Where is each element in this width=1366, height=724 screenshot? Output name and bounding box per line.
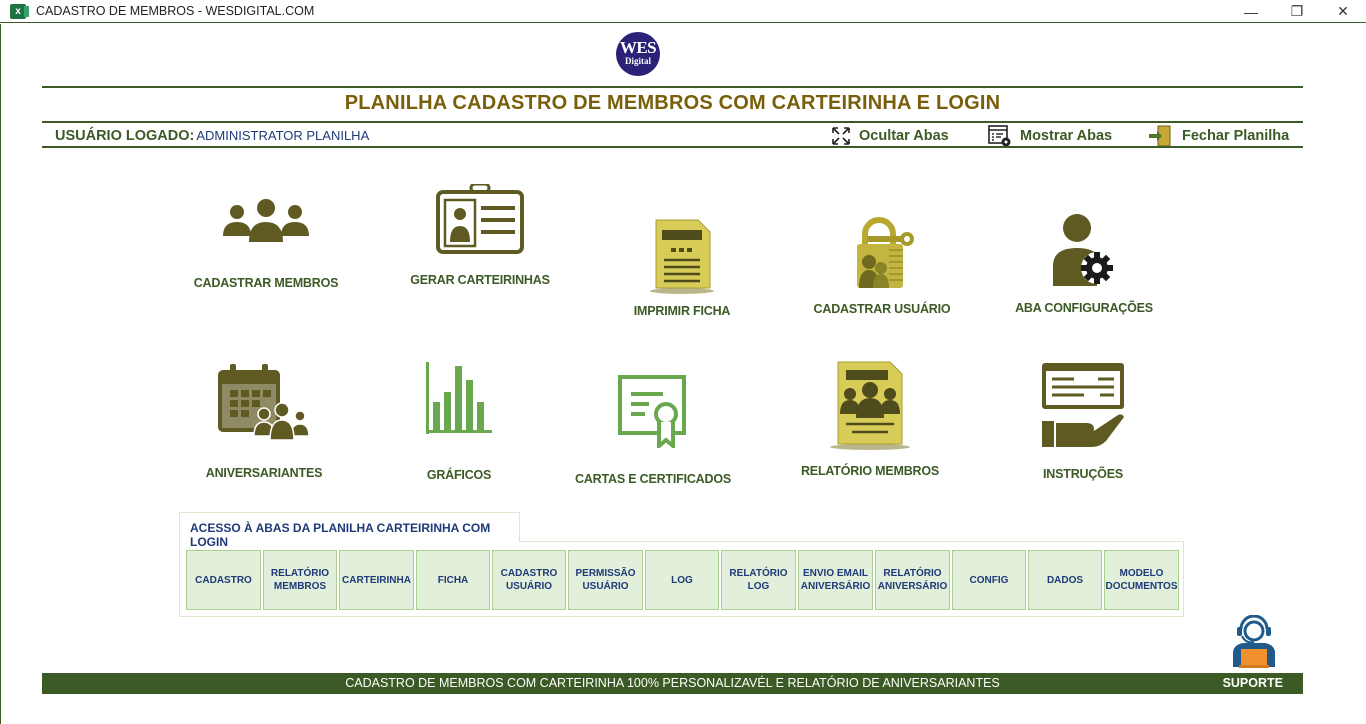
wes-digital-logo: WES Digital: [616, 32, 660, 76]
tile-label: IMPRIMIR FICHA: [633, 304, 731, 318]
tab-label: CONFIG: [969, 574, 1009, 586]
access-panel-title: ACESSO À ABAS DA PLANILHA CARTEIRINHA CO…: [179, 512, 520, 549]
show-tabs-button[interactable]: Mostrar Abas: [988, 125, 1112, 147]
tab-cadastro[interactable]: CADASTRO: [186, 550, 261, 610]
close-button[interactable]: ✕: [1337, 3, 1349, 19]
tab-config[interactable]: CONFIG: [952, 550, 1026, 610]
logged-user-value: ADMINISTRATOR PLANILHA: [196, 128, 370, 143]
support-button[interactable]: SUPORTE: [1222, 676, 1283, 690]
tab-relatorio-membros[interactable]: RELATÓRIO MEMBROS: [263, 550, 337, 610]
members-group-icon: [223, 199, 309, 242]
padlock-key-icon: [857, 217, 914, 288]
hide-tabs-button[interactable]: Ocultar Abas: [831, 125, 949, 147]
excel-icon: x: [10, 4, 29, 19]
tab-envio-email-aniversario[interactable]: ENVIO EMAIL ANIVERSÁRIO: [798, 550, 873, 610]
hand-card-icon: [1042, 363, 1124, 447]
page-title: PLANILHA CADASTRO DE MEMBROS COM CARTEIR…: [344, 92, 1001, 114]
tab-relatorio-log[interactable]: RELATÓRIO LOG: [721, 550, 796, 610]
tile-graficos[interactable]: GRÁFICOS: [384, 362, 534, 482]
tab-label: USUÁRIO: [582, 581, 629, 592]
sheet-tabs-row: CADASTRO RELATÓRIO MEMBROS CARTEIRINHA FI…: [186, 550, 1179, 610]
logo-subtext: Digital: [625, 56, 651, 66]
tile-instrucoes[interactable]: INSTRUÇÕES: [1008, 361, 1158, 481]
tile-cartas-certificados[interactable]: CARTAS E CERTIFICADOS: [575, 374, 731, 486]
tab-label: MODELO: [1119, 568, 1164, 579]
divider: [42, 146, 1303, 148]
tile-label: INSTRUÇÕES: [1043, 467, 1123, 481]
tab-label: CARTEIRINHA: [342, 574, 411, 586]
collapse-arrows-icon: [832, 127, 850, 145]
restore-button[interactable]: ❐: [1290, 3, 1304, 19]
tab-label: RELATÓRIO: [883, 568, 942, 579]
print-form-icon: [650, 219, 714, 294]
tile-label: CADASTRAR USUÁRIO: [813, 302, 951, 316]
support-agent-icon[interactable]: [1231, 614, 1277, 669]
tile-label: RELATÓRIO MEMBROS: [800, 464, 940, 478]
tab-label: ANIVERSÁRIO: [877, 581, 948, 592]
minimize-button[interactable]: —: [1244, 3, 1258, 20]
tile-cadastrar-usuario[interactable]: CADASTRAR USUÁRIO: [807, 214, 957, 316]
list-view-icon: [988, 125, 1011, 147]
tab-cadastro-usuario[interactable]: CADASTRO USUÁRIO: [492, 550, 566, 610]
tile-gerar-carteirinhas[interactable]: GERAR CARTEIRINHAS: [405, 184, 555, 287]
hide-tabs-label: Ocultar Abas: [859, 128, 949, 144]
tile-label: CARTAS E CERTIFICADOS: [575, 472, 731, 486]
certificate-icon: [618, 375, 686, 448]
tab-label: DOCUMENTOS: [1105, 581, 1178, 592]
tile-label: GRÁFICOS: [426, 468, 492, 482]
tab-permissao-usuario[interactable]: PERMISSÃO USUÁRIO: [568, 550, 643, 610]
tab-label: RELATÓRIO: [270, 568, 330, 579]
user-gear-icon: [1053, 214, 1113, 286]
logged-user: USUÁRIO LOGADO:ADMINISTRATOR PLANILHA: [55, 128, 369, 144]
window-titlebar: x CADASTRO DE MEMBROS - WESDIGITAL.COM —…: [0, 0, 1366, 23]
tab-label: CADASTRO: [195, 574, 252, 586]
window-title: CADASTRO DE MEMBROS - WESDIGITAL.COM: [36, 4, 315, 18]
tab-dados[interactable]: DADOS: [1028, 550, 1102, 610]
tile-label: ANIVERSARIANTES: [205, 466, 323, 480]
tab-modelo-documentos[interactable]: MODELO DOCUMENTOS: [1104, 550, 1179, 610]
dashboard-sheet: WES Digital PLANILHA CADASTRO DE MEMBROS…: [0, 24, 1366, 724]
tab-carteirinha[interactable]: CARTEIRINHA: [339, 550, 414, 610]
divider: [42, 121, 1303, 123]
tab-label: CADASTRO: [500, 568, 558, 579]
close-workbook-button[interactable]: Fechar Planilha: [1148, 125, 1289, 147]
footer-bar: CADASTRO DE MEMBROS COM CARTEIRINHA 100%…: [42, 673, 1303, 694]
tab-label: DADOS: [1046, 574, 1084, 586]
tile-imprimir-ficha[interactable]: IMPRIMIR FICHA: [607, 218, 757, 318]
tab-label: LOG: [671, 574, 693, 586]
tab-label: ENVIO EMAIL: [802, 568, 868, 579]
tab-label: LOG: [747, 581, 770, 592]
logo-text: WES: [619, 38, 657, 57]
bar-chart-icon: [426, 362, 492, 434]
members-report-icon: [830, 361, 910, 450]
tile-label: ABA CONFIGURAÇÕES: [1015, 301, 1153, 315]
tile-aniversariantes[interactable]: ANIVERSARIANTES: [189, 362, 339, 480]
close-workbook-label: Fechar Planilha: [1182, 128, 1290, 144]
calendar-people-icon: [218, 364, 310, 441]
logged-user-label: USUÁRIO LOGADO:: [55, 128, 195, 144]
tab-label: PERMISSÃO: [575, 568, 636, 579]
exit-door-icon: [1149, 125, 1171, 147]
tab-log[interactable]: LOG: [645, 550, 719, 610]
tab-label: MEMBROS: [273, 581, 327, 592]
tile-relatorio-membros[interactable]: RELATÓRIO MEMBROS: [795, 360, 945, 478]
divider: [42, 86, 1303, 88]
tab-label: USUÁRIO: [505, 581, 553, 592]
id-card-icon: [436, 184, 524, 254]
tab-label: RELATÓRIO: [729, 568, 788, 579]
access-tabs-panel: [179, 541, 1184, 617]
tile-aba-configuracoes[interactable]: ABA CONFIGURAÇÕES: [1009, 212, 1159, 315]
tab-ficha[interactable]: FICHA: [416, 550, 490, 610]
footer-text: CADASTRO DE MEMBROS COM CARTEIRINHA 100%…: [345, 676, 1000, 690]
tab-label: FICHA: [437, 574, 469, 586]
tile-label: GERAR CARTEIRINHAS: [410, 273, 550, 287]
show-tabs-label: Mostrar Abas: [1020, 128, 1113, 144]
tile-label: CADASTRAR MEMBROS: [193, 276, 339, 290]
tile-cadastrar-membros[interactable]: CADASTRAR MEMBROS: [191, 194, 341, 290]
tab-label: ANIVERSÁRIO: [800, 581, 871, 592]
tab-relatorio-aniversario[interactable]: RELATÓRIO ANIVERSÁRIO: [875, 550, 950, 610]
